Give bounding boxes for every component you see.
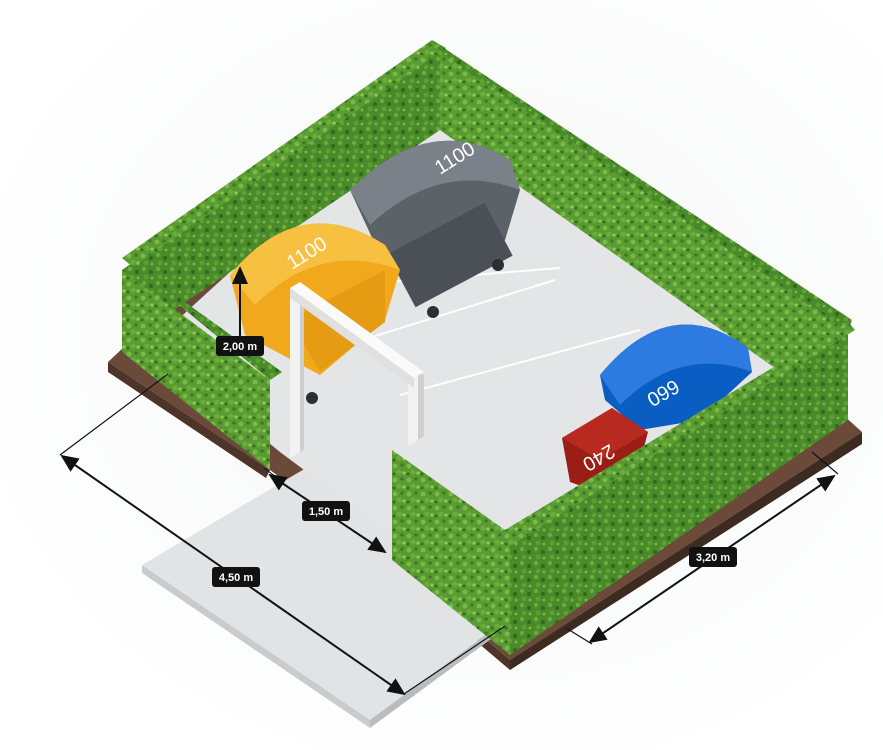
dimension-length: 4,50 m — [59, 373, 506, 696]
dimension-height-label: 2,00 m — [223, 341, 257, 353]
hedge-back-left — [122, 40, 446, 345]
dimension-opening-label: 1,50 m — [309, 506, 343, 518]
gate-frame — [290, 282, 424, 458]
grey-bin: 1100 — [350, 138, 520, 318]
dimension-depth: 3,20 m — [565, 451, 839, 645]
dimension-length-label: 4,50 m — [219, 572, 253, 584]
hedge-back-right — [432, 40, 852, 420]
dimension-height: 2,00 m — [216, 266, 264, 356]
dimension-depth-label: 3,20 m — [696, 552, 730, 564]
